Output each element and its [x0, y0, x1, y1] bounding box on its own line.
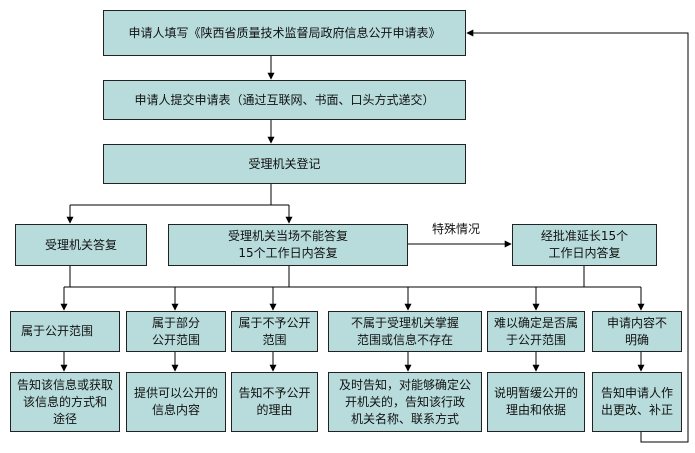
- outcome-public: 告知该信息或获取 该信息的方式和 途径: [10, 372, 120, 432]
- category-not-public: 属于不予公开 范围: [231, 311, 318, 352]
- outcome-not-held: 及时告知，对能够确定公 开机关的，告知该行政 机关名称、联系方式: [328, 372, 482, 432]
- outcome-unclear: 告知申请人作 出更改、补正: [592, 372, 682, 432]
- step-submit-form: 申请人提交申请表（通过互联网、书面、口头方式递交）: [103, 80, 466, 120]
- reply-now-box: 受理机关答复: [15, 224, 147, 266]
- category-undetermined: 难以确定是否属 于公开范围: [487, 311, 585, 352]
- extension-box: 经批准延长15个 工作日内答复: [512, 224, 657, 266]
- reply-later-box: 受理机关当场不能答复 15个工作日内答复: [168, 224, 408, 266]
- special-case-label: 特殊情况: [432, 222, 481, 236]
- feedback-loop-arrow: [466, 29, 689, 443]
- step-register: 受理机关登记: [103, 144, 466, 184]
- outcome-not-public: 告知不予公开 的理由: [231, 372, 318, 432]
- category-public: 属于公开范围: [10, 311, 120, 352]
- category-partial-public: 属于部分 公开范围: [126, 311, 226, 352]
- outcome-undetermined: 说明暂缓公开的 理由和依据: [487, 372, 585, 432]
- step-fill-form: 申请人填写《陕西省质量技术监督局政府信息公开申请表》: [103, 10, 466, 56]
- category-unclear: 申请内容不 明确: [592, 311, 682, 352]
- category-not-held: 不属于受理机关掌握 范围或信息不存在: [328, 311, 482, 352]
- outcome-partial-public: 提供可以公开的 信息内容: [126, 372, 226, 432]
